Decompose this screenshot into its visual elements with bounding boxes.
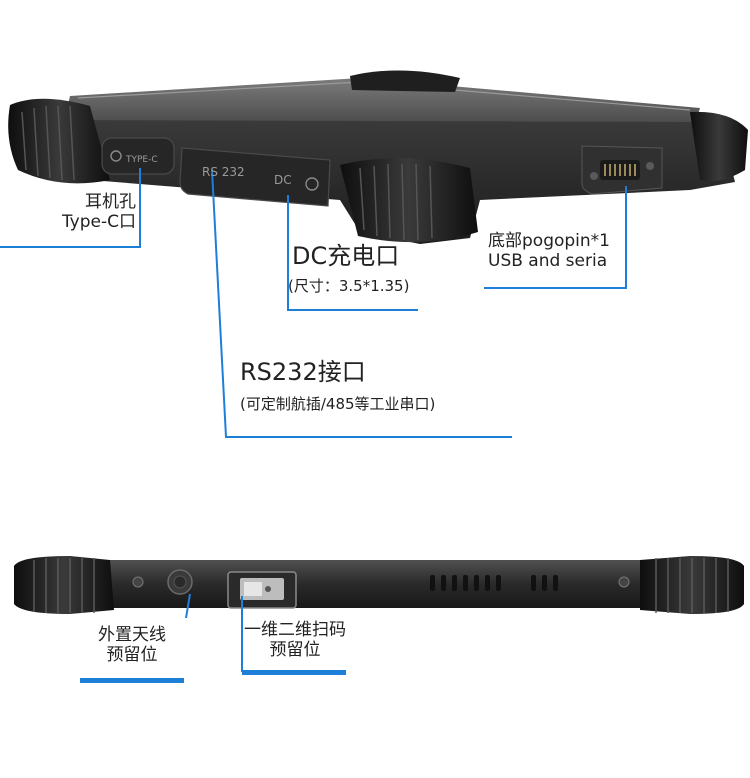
headphone-label: 耳机孔 Type-C口: [20, 192, 136, 233]
scanner-label: 一维二维扫码 预留位: [240, 620, 350, 661]
headphone-icon: [110, 150, 122, 162]
dc-label-sub: (尺寸：3.5*1.35): [288, 276, 410, 295]
dc-power-icon: [305, 177, 319, 191]
dc-print: DC: [274, 173, 292, 187]
bumper-left: [8, 98, 111, 184]
pogopin-label-line2: USB and seria: [488, 251, 608, 272]
rs232-label-title: RS232接口: [240, 358, 366, 386]
bumper-bottom-left: [14, 556, 114, 614]
typec-print: TYPE-C: [125, 155, 158, 165]
screw-icon: [132, 576, 144, 588]
scanner-underline: [242, 670, 346, 675]
scanner-label-line1: 一维二维扫码: [244, 620, 346, 640]
scanner-label-line2: 预留位: [269, 640, 321, 661]
antenna-underline: [80, 678, 184, 683]
dc-label: DC充电口 (尺寸：3.5*1.35): [288, 242, 409, 295]
rs232-print: RS 232: [202, 165, 245, 179]
antenna-label-line1: 外置天线: [98, 625, 166, 645]
bumper-right: [690, 111, 748, 182]
rs232-label-sub: (可定制航插/485等工业串口): [240, 394, 436, 413]
dc-label-title: DC充电口: [292, 242, 400, 270]
headphone-label-line2: Type-C口: [61, 212, 136, 233]
callout-lines: [0, 168, 627, 438]
antenna-label-line2: 预留位: [106, 645, 158, 666]
screw-icon: [618, 576, 630, 588]
tablet-edge: [60, 560, 700, 608]
pogopin-label-line1: 底部pogopin*1: [488, 231, 610, 251]
pogopin-label: 底部pogopin*1 USB and seria: [488, 231, 638, 272]
antenna-label: 外置天线 预留位: [74, 625, 190, 666]
typec-cover: [101, 137, 175, 175]
rs232-dc-cover: [179, 147, 331, 207]
rs232-label: RS232接口 (可定制航插/485等工业串口): [240, 358, 435, 413]
tablet-top-view: [8, 70, 748, 244]
headphone-label-line1: 耳机孔: [85, 192, 136, 212]
tablet-edge-view: [14, 556, 744, 614]
